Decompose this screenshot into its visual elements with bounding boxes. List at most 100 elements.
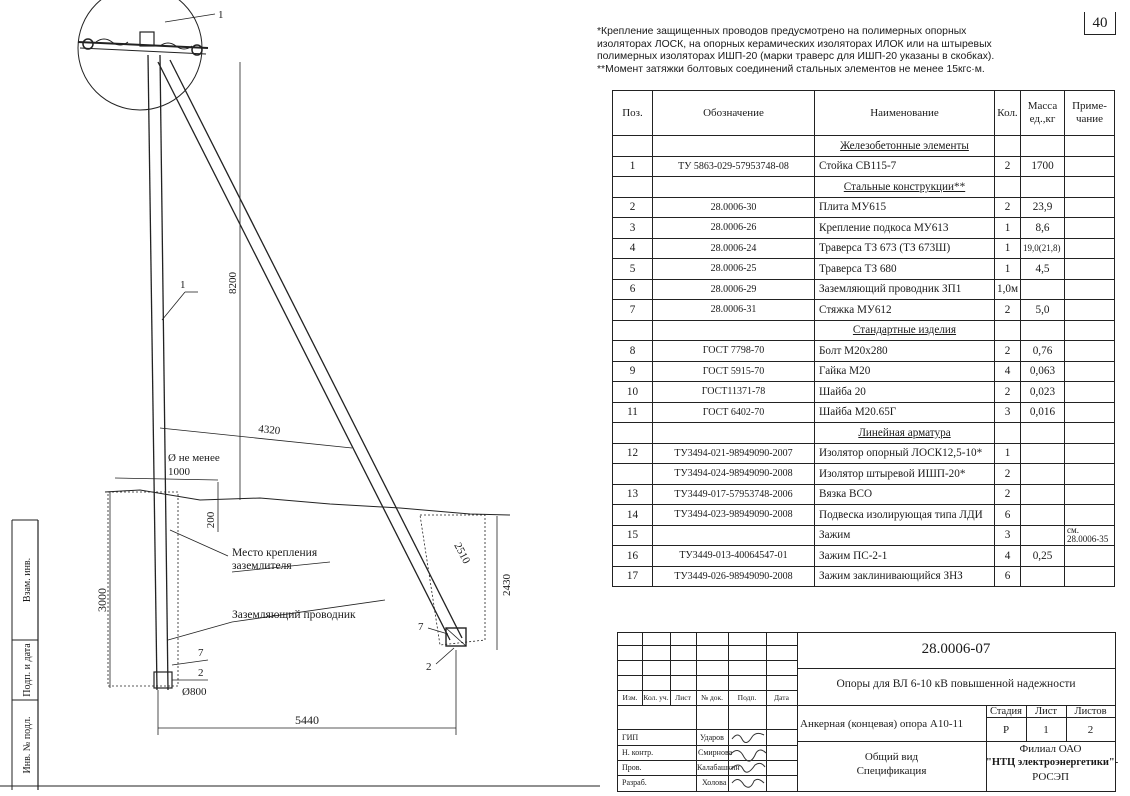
sheet-label: Лист — [1035, 706, 1057, 717]
table-cell-name: Заземляющий проводник ЗП1 — [814, 278, 995, 300]
table-cell-designation: ГОСТ 7798-70 — [652, 340, 815, 362]
suspension-string — [95, 38, 129, 46]
table-cell-pos: 8 — [612, 340, 653, 362]
table-cell-name: Зажим — [814, 524, 995, 546]
table-cell-note: см. 28.0006-35 — [1064, 524, 1115, 546]
table-row: Стандартные изделия — [612, 319, 1115, 341]
table-cell-name: Траверса ТЗ 673 (ТЗ 673Ш) — [814, 237, 995, 259]
section-heading: Стальные конструкции** — [814, 176, 995, 198]
header-pos: Поз. — [612, 90, 653, 136]
table-cell-name: Стяжка МУ612 — [814, 299, 995, 321]
table-cell-designation: 28.0006-26 — [652, 217, 815, 239]
margin-label-inv: Инв. № подл. — [22, 717, 33, 774]
margin-label-inv2: Взам. инв. — [22, 558, 33, 602]
base-plate — [445, 627, 467, 647]
table-cell-qty — [994, 319, 1021, 341]
table-cell-pos — [612, 422, 653, 444]
table-cell-designation — [652, 176, 815, 198]
table-cell-pos: 3 — [612, 217, 653, 239]
table-cell-mass — [1020, 504, 1065, 526]
table-cell-qty — [994, 135, 1021, 157]
stage-label: Стадия — [989, 706, 1023, 717]
col-label: Лист — [675, 693, 691, 702]
table-cell-qty: 4 — [994, 360, 1021, 382]
table-cell-qty: 2 — [994, 381, 1021, 403]
callout-1b: 1 — [180, 279, 186, 291]
table-cell-qty: 6 — [994, 565, 1021, 587]
table-cell-name: Шайба 20 — [814, 381, 995, 403]
table-cell-qty: 1 — [994, 237, 1021, 259]
insulator-icon — [191, 44, 203, 56]
dimension-line — [159, 427, 353, 449]
specification-table: Поз. Обозначение Наименование Кол. Масса… — [612, 90, 1115, 587]
role-label: Пров. — [622, 763, 642, 772]
table-cell-note — [1064, 176, 1115, 198]
table-cell-qty: 1,0м — [994, 278, 1021, 300]
table-cell-name: Подвеска изолирующая типа ЛДИ — [814, 504, 995, 526]
role-label: Н. контр. — [622, 748, 654, 757]
leader-line — [171, 659, 209, 666]
table-cell-mass — [1020, 176, 1065, 198]
table-cell-qty: 2 — [994, 463, 1021, 485]
dim-base-diameter: Ø800 — [182, 686, 207, 698]
leader-line — [231, 561, 331, 573]
table-cell-pos: 4 — [612, 237, 653, 259]
table-cell-designation: ГОСТ11371-78 — [652, 381, 815, 403]
table-cell-note — [1064, 422, 1115, 444]
table-cell-name: Стойка СВ115-7 — [814, 155, 995, 177]
section-heading: Линейная арматура — [814, 422, 995, 444]
table-cell-note — [1064, 504, 1115, 526]
table-cell-mass: 19,0(21,8) — [1020, 237, 1065, 259]
assembly-drawing: Взам. инв. Подп. и дата Инв. № подл. 1 1… — [0, 0, 600, 790]
table-cell-mass — [1020, 524, 1065, 546]
role-name: Ударов — [700, 733, 724, 742]
sheet-value: 1 — [1043, 724, 1049, 736]
table-cell-name: Изолятор штыревой ИШП-20* — [814, 463, 995, 485]
table-cell-mass — [1020, 135, 1065, 157]
section-heading: Железобетонные элементы — [814, 135, 995, 157]
header-designation: Обозначение — [652, 90, 815, 136]
detail-circle — [77, 0, 203, 111]
section-heading: Стандартные изделия — [814, 319, 995, 341]
main-pole — [159, 54, 169, 691]
table-cell-pos: 2 — [612, 196, 653, 218]
table-cell-mass: 23,9 — [1020, 196, 1065, 218]
header-qty: Кол. — [994, 90, 1021, 136]
role-label: ГИП — [622, 733, 639, 742]
role-label: Разраб. — [622, 778, 647, 787]
dim-span-top: 4320 — [258, 423, 282, 437]
table-cell-mass — [1020, 463, 1065, 485]
table-cell-pos: 1 — [612, 155, 653, 177]
table-cell-mass — [1020, 422, 1065, 444]
table-cell-mass: 0,016 — [1020, 401, 1065, 423]
table-cell-note — [1064, 237, 1115, 259]
table-cell-mass: 0,023 — [1020, 381, 1065, 403]
table-cell-designation: ТУ3449-013-40064547-01 — [652, 545, 815, 567]
table-cell-designation — [652, 319, 815, 341]
dim-height-pole: 8200 — [227, 272, 239, 295]
table-cell-note — [1064, 299, 1115, 321]
table-cell-pos — [612, 319, 653, 341]
table-cell-designation: ТУ3494-024-98949090-2008 — [652, 463, 815, 485]
table-cell-designation — [652, 422, 815, 444]
table-cell-pos: 7 — [612, 299, 653, 321]
col-label: Подп. — [737, 693, 757, 702]
insulator-icon — [82, 38, 94, 50]
callout-2b: 2 — [426, 661, 432, 673]
sheets-value: 2 — [1087, 724, 1094, 736]
dim-span-bottom: 5440 — [295, 713, 319, 727]
table-cell-pos — [612, 176, 653, 198]
table-cell-designation: 28.0006-25 — [652, 258, 815, 280]
table-cell-qty: 2 — [994, 340, 1021, 362]
role-name: Калабашкин — [697, 763, 740, 772]
table-cell-qty: 3 — [994, 401, 1021, 423]
